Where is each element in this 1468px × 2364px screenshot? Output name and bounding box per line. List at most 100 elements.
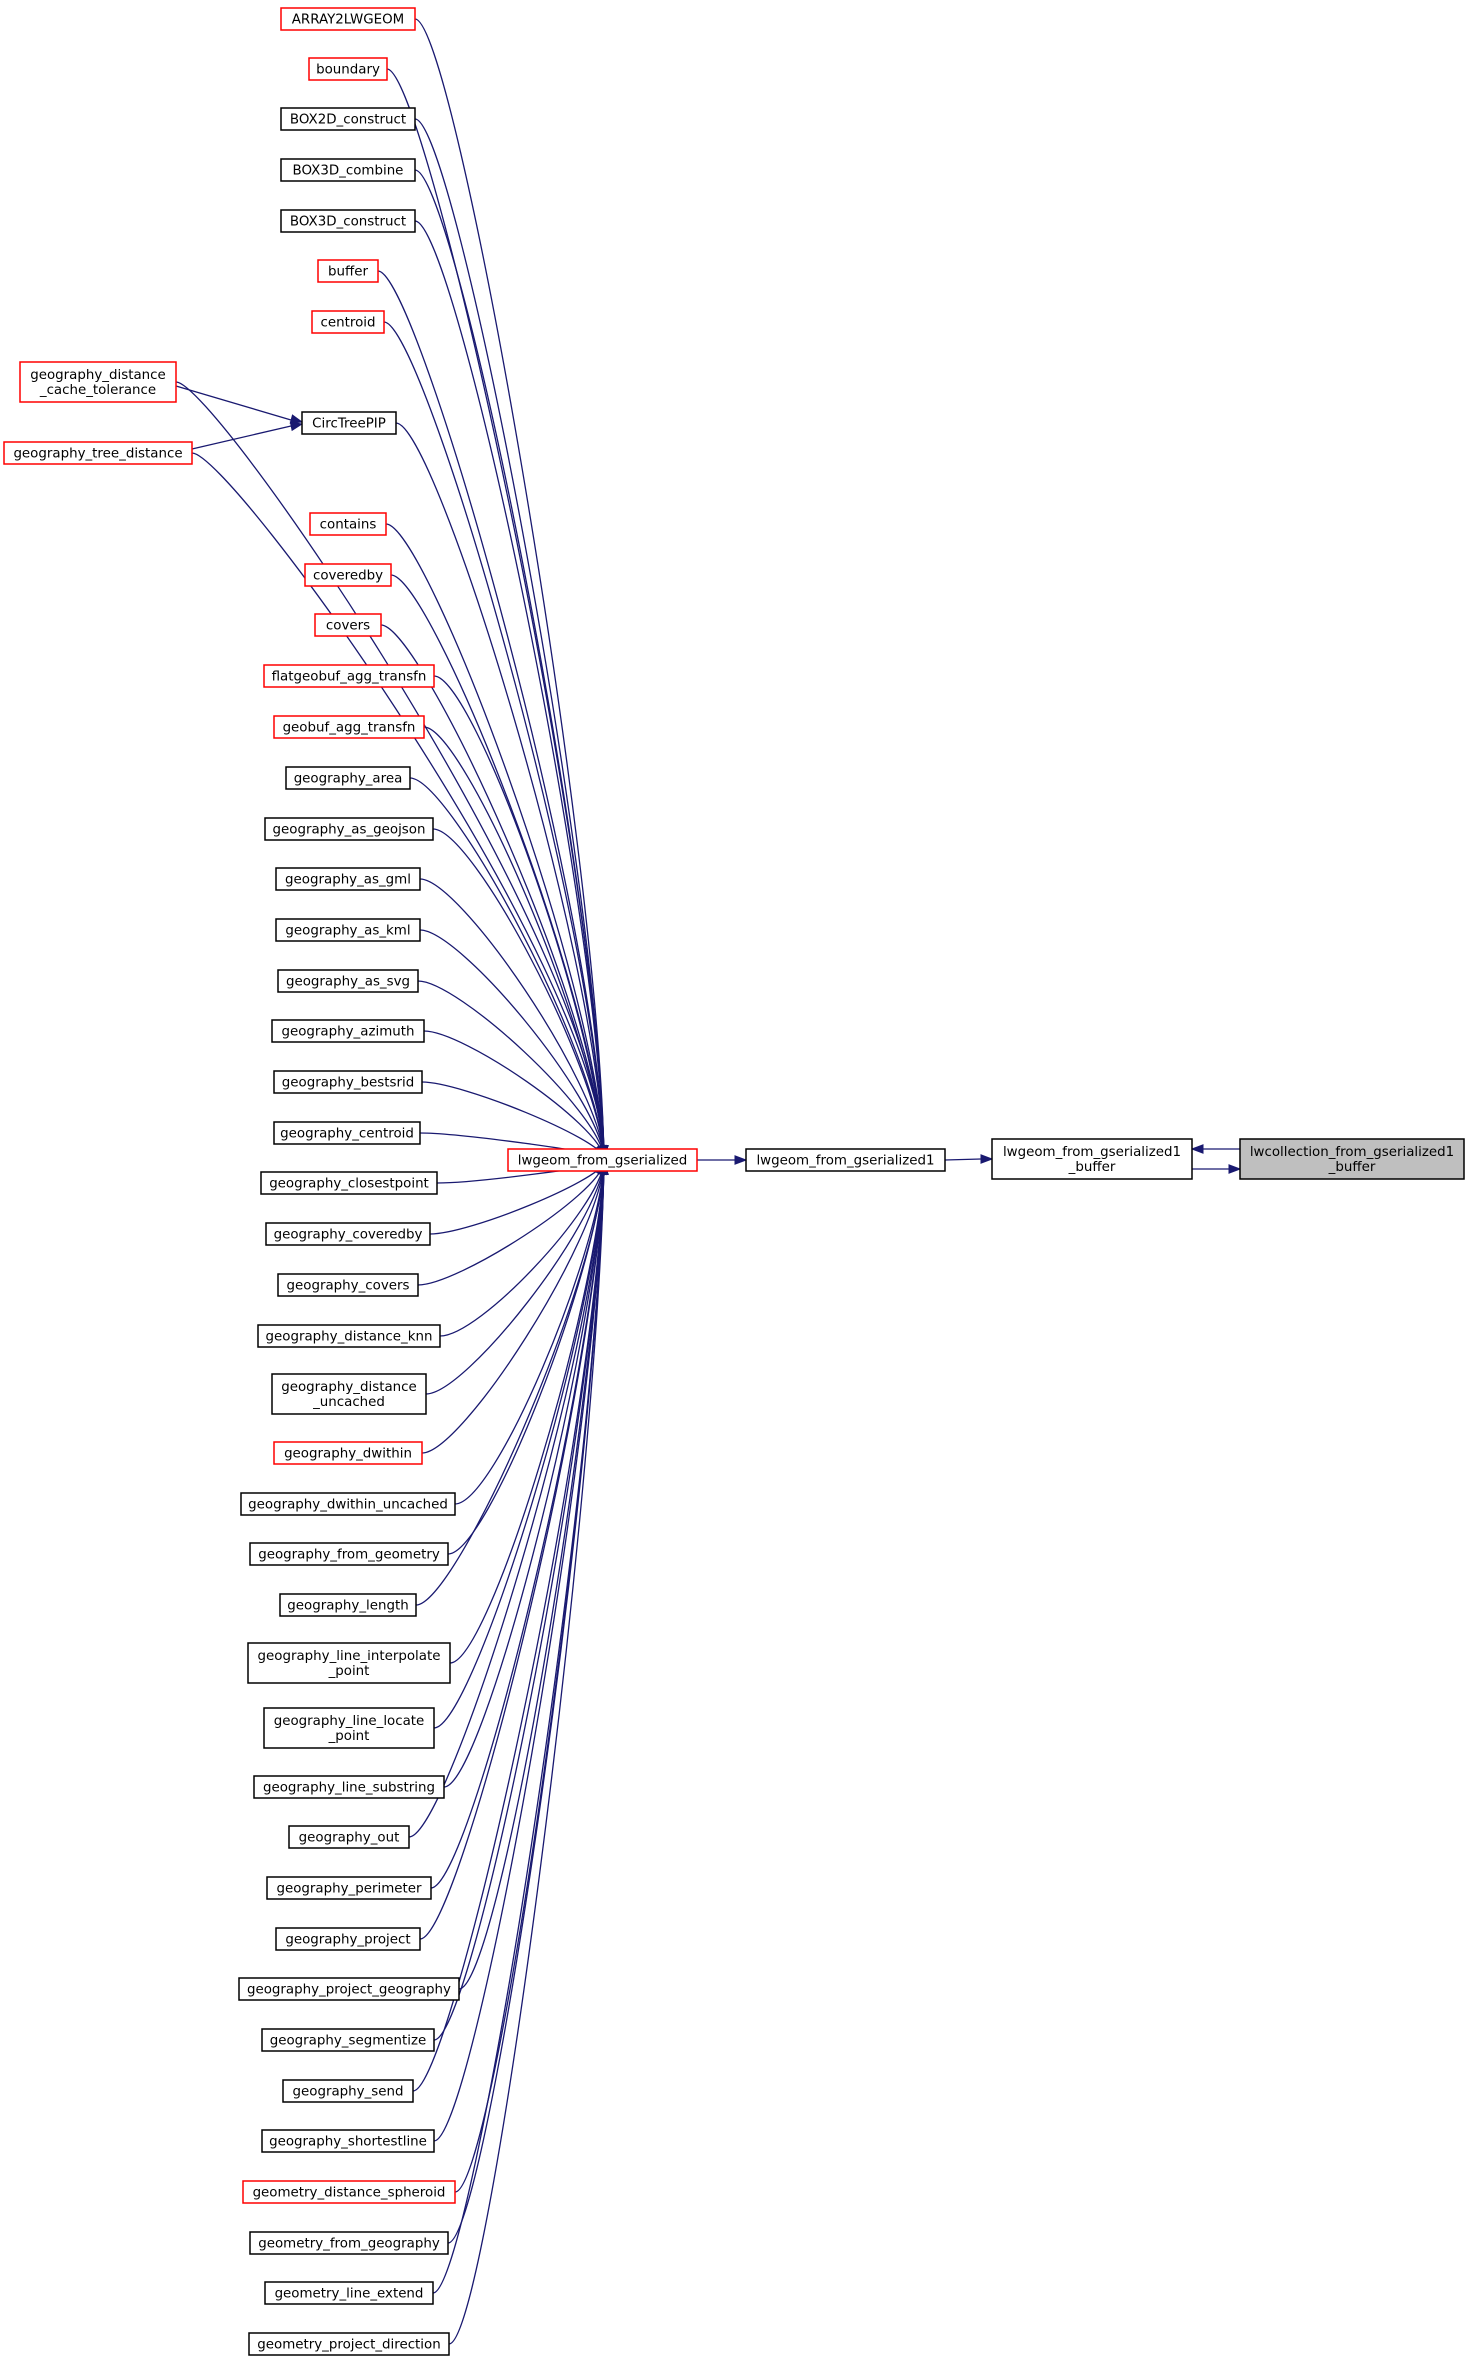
node-geography-coveredby[interactable]: geography_coveredby (265, 1222, 431, 1246)
node-box (271, 1373, 427, 1415)
node-geography-distance-cache-tolerance[interactable]: geography_distance_cache_tolerance (19, 361, 177, 403)
edge-n34-to-n3 (447, 1161, 609, 1555)
node-geography-centroid[interactable]: geography_centroid (273, 1121, 421, 1145)
arrowhead-icon (289, 421, 304, 432)
node-label: geography_as_svg (286, 975, 410, 990)
node-geography-segmentize[interactable]: geography_segmentize (261, 2028, 435, 2052)
node-label: geography_distance (30, 368, 166, 383)
node-geography-project-geography[interactable]: geography_project_geography (238, 1977, 460, 2001)
node-geography-distance-uncached[interactable]: geography_distance_uncached (271, 1373, 427, 1415)
node-label: geography_dwithin_uncached (248, 1498, 448, 1513)
edge-line (423, 726, 605, 1158)
node-geography-tree-distance[interactable]: geography_tree_distance (3, 441, 193, 465)
node-lwgeom-from-gserialized1[interactable]: lwgeom_from_gserialized1 (745, 1148, 946, 1172)
node-label: lwgeom_from_gserialized (518, 1154, 688, 1169)
node-label: geography_covers (287, 1279, 410, 1294)
node-box (3, 441, 193, 465)
edge-line (414, 220, 605, 1158)
node-box (991, 1138, 1193, 1180)
node-label: geography_closestpoint (269, 1177, 429, 1192)
node-box (273, 1441, 423, 1465)
node-geometry-project-direction[interactable]: geometry_project_direction (248, 2332, 450, 2356)
node-label: geography_centroid (280, 1127, 414, 1142)
node-circtreepip[interactable]: CircTreePIP (301, 411, 397, 435)
node-geography-closestpoint[interactable]: geography_closestpoint (260, 1171, 438, 1195)
node-box3d-combine[interactable]: BOX3D_combine (280, 158, 416, 182)
node-box (266, 1876, 432, 1900)
node-boundary[interactable]: boundary (308, 57, 388, 81)
node-box3d-construct[interactable]: BOX3D_construct (280, 209, 416, 233)
node-label: geography_area (294, 772, 403, 787)
node-label: geometry_distance_spheroid (253, 2186, 446, 2201)
edge-n13-to-n11 (191, 421, 304, 450)
node-geometry-line-extend[interactable]: geometry_line_extend (264, 2281, 434, 2305)
node-box (263, 1707, 435, 1749)
node-geography-out[interactable]: geography_out (288, 1825, 410, 1849)
arrowhead-icon (1228, 1164, 1242, 1174)
node-lwgeom-from-gserialized[interactable]: lwgeom_from_gserialized (507, 1148, 698, 1172)
node-geography-as-svg[interactable]: geography_as_svg (277, 969, 419, 993)
node-contains[interactable]: contains (309, 512, 387, 536)
node-box (280, 158, 416, 182)
node-geography-dwithin-uncached[interactable]: geography_dwithin_uncached (240, 1492, 456, 1516)
node-covers[interactable]: covers (314, 613, 382, 637)
node-buffer[interactable]: buffer (317, 259, 379, 283)
node-coveredby[interactable]: coveredby (304, 563, 392, 587)
node-centroid[interactable]: centroid (311, 310, 385, 334)
node-label: geography_length (287, 1599, 408, 1614)
node-geography-area[interactable]: geography_area (285, 766, 411, 790)
node-label: covers (326, 619, 370, 634)
edge-line (454, 1162, 605, 2193)
node-label: geography_send (293, 2085, 404, 2100)
node-geography-length[interactable]: geography_length (279, 1593, 417, 1617)
node-geography-bestsrid[interactable]: geography_bestsrid (273, 1070, 423, 1094)
edge-line (380, 624, 605, 1158)
node-box (248, 2332, 450, 2356)
node-geography-as-gml[interactable]: geography_as_gml (275, 867, 421, 891)
edge-line (395, 422, 605, 1158)
node-geography-line-substring[interactable]: geography_line_substring (253, 1775, 445, 1799)
node-label: geometry_project_direction (257, 2338, 440, 2353)
edge-line (414, 18, 605, 1158)
node-label: _cache_tolerance (39, 383, 156, 398)
node-geography-shortestline[interactable]: geography_shortestline (261, 2129, 435, 2153)
edge-line (430, 1162, 605, 1889)
node-array2lwgeom[interactable]: ARRAY2LWGEOM (280, 7, 416, 31)
node-geography-dwithin[interactable]: geography_dwithin (273, 1441, 423, 1465)
node-flatgeobuf-agg-transfn[interactable]: flatgeobuf_agg_transfn (263, 664, 435, 688)
node-label: geography_tree_distance (13, 447, 182, 462)
node-label: geography_distance_knn (266, 1330, 433, 1345)
node-geometry-from-geography[interactable]: geometry_from_geography (249, 2231, 449, 2255)
node-geography-as-geojson[interactable]: geography_as_geojson (264, 817, 434, 841)
node-label: centroid (321, 316, 376, 331)
node-geobuf-agg-transfn[interactable]: geobuf_agg_transfn (273, 715, 425, 739)
node-box (745, 1148, 946, 1172)
node-label: geobuf_agg_transfn (283, 721, 416, 736)
node-geography-distance-knn[interactable]: geography_distance_knn (257, 1324, 441, 1348)
node-geography-azimuth[interactable]: geography_azimuth (271, 1019, 425, 1043)
node-geography-from-geometry[interactable]: geography_from_geometry (249, 1542, 449, 1566)
node-box (507, 1148, 698, 1172)
node-geography-project[interactable]: geography_project (275, 1927, 421, 1951)
node-box2d-construct[interactable]: BOX2D_construct (280, 107, 416, 131)
node-geometry-distance-spheroid[interactable]: geometry_distance_spheroid (242, 2180, 456, 2204)
edge-line (433, 675, 605, 1158)
arrowhead-icon (1190, 1144, 1204, 1154)
node-geography-line-interpolate-point[interactable]: geography_line_interpolate_point (247, 1642, 451, 1684)
node-geography-send[interactable]: geography_send (282, 2079, 414, 2103)
node-box (301, 411, 397, 435)
node-label: _point (328, 1664, 370, 1679)
node-label: lwcollection_from_gserialized1 (1250, 1145, 1454, 1160)
node-lwcollection-from-gserialized1-buffer[interactable]: lwcollection_from_gserialized1_buffer (1239, 1138, 1465, 1180)
node-box (1239, 1138, 1465, 1180)
node-geography-perimeter[interactable]: geography_perimeter (266, 1876, 432, 1900)
edge-n4-to-n3 (414, 18, 609, 1159)
edge-line (417, 1162, 605, 1286)
node-label: lwgeom_from_gserialized1 (756, 1154, 934, 1169)
edge-n36-to-n3 (449, 1161, 609, 1664)
node-geography-line-locate-point[interactable]: geography_line_locate_point (263, 1707, 435, 1749)
node-lwgeom-from-gserialized1-buffer[interactable]: lwgeom_from_gserialized1_buffer (991, 1138, 1193, 1180)
node-geography-covers[interactable]: geography_covers (277, 1273, 419, 1297)
node-geography-as-kml[interactable]: geography_as_kml (275, 918, 421, 942)
edge-line (454, 1162, 605, 1505)
